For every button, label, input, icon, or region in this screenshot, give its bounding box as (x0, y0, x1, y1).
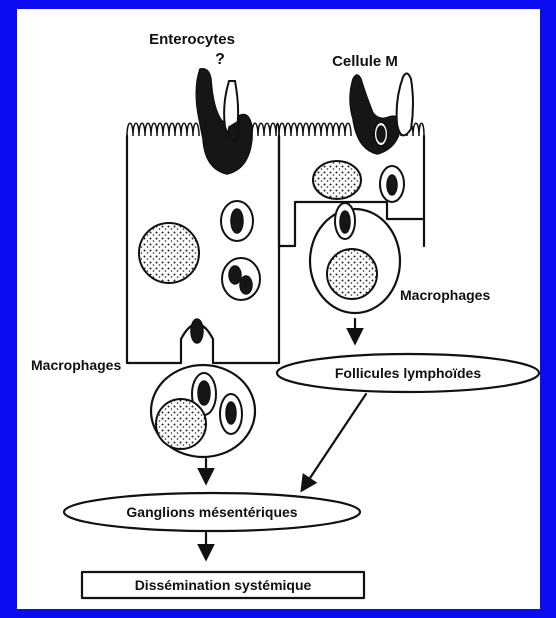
enterocyte-cell (127, 123, 279, 363)
invading-bacterium-left (196, 69, 252, 174)
arrow-follicles-to-ganglions (304, 394, 366, 487)
macrophages-left-label: Macrophages (31, 357, 121, 373)
diagram-panel: Enterocytes ? Cellule M (17, 9, 540, 609)
follicles-label: Follicules lymphoïdes (335, 365, 481, 381)
question-mark-label: ? (215, 51, 225, 68)
bacterium-dividing-a (229, 266, 241, 284)
pathogen-dissemination-diagram: Enterocytes ? Cellule M (17, 9, 540, 609)
macrophage-left-nucleus (156, 399, 206, 449)
m-cell-lymphocyte (313, 161, 361, 199)
bacterium-basal (191, 319, 203, 343)
macrophage-right-nucleus (327, 249, 377, 299)
enterocyte-nucleus (139, 223, 199, 283)
bacterium-upper (231, 209, 243, 233)
macrophage-left (151, 365, 255, 457)
invading-bacterium-right (350, 73, 413, 154)
ganglions-label: Ganglions mésentériques (126, 504, 297, 520)
m-cell-bacterium (387, 175, 397, 195)
enterocytes-label: Enterocytes (149, 31, 235, 48)
macrophages-right-label: Macrophages (400, 287, 490, 303)
cellule-m-label: Cellule M (332, 53, 398, 70)
dissemination-label: Dissémination systémique (135, 577, 312, 593)
bacterium-dividing-b (240, 276, 252, 294)
